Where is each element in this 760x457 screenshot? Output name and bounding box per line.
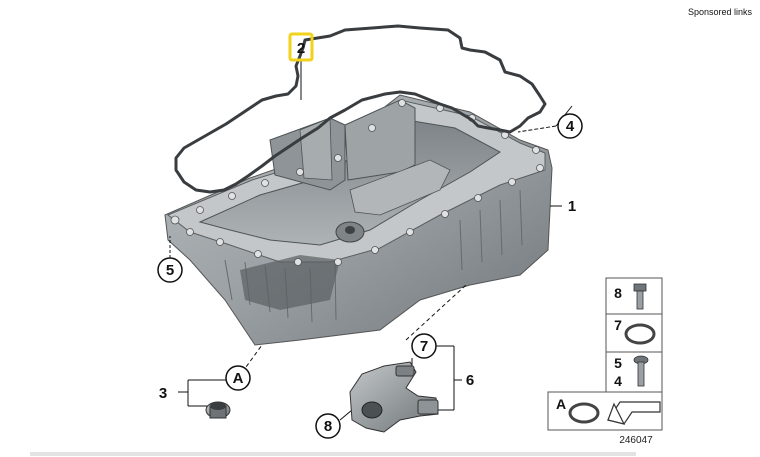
callout-6-label: 6: [466, 372, 474, 389]
legend-label-4: 4: [614, 373, 622, 389]
callout-a[interactable]: A: [225, 365, 251, 391]
legend-seal-ring-icon[interactable]: [624, 323, 656, 345]
callout-5[interactable]: 5: [157, 257, 183, 283]
callout-3[interactable]: 3: [159, 385, 167, 402]
callout-5-label: 5: [166, 262, 174, 279]
legend-bolt-icon[interactable]: [633, 283, 647, 310]
footer-divider: [30, 452, 636, 456]
callout-4[interactable]: 4: [557, 113, 583, 139]
callout-1[interactable]: 1: [568, 198, 576, 215]
oil-level-sensor: [349, 361, 439, 433]
leader-lines: [169, 60, 573, 421]
parts-legend-panel: 8 7 5 4 A: [547, 277, 663, 431]
legend-label-5: 5: [614, 355, 622, 371]
legend-label-7: 7: [614, 317, 622, 333]
callout-6[interactable]: 6: [466, 372, 474, 389]
callout-1-label: 1: [568, 198, 576, 215]
legend-label-a: A: [556, 396, 566, 412]
callout-4-label: 4: [566, 118, 575, 135]
legend-screw-icon[interactable]: [633, 355, 649, 387]
figure-id: 246047: [619, 435, 653, 446]
oil-pan: [164, 94, 553, 346]
callout-8[interactable]: 8: [315, 413, 341, 439]
callout-7-label: 7: [420, 338, 428, 355]
legend-label-8: 8: [614, 285, 622, 301]
callout-8-label: 8: [324, 418, 332, 435]
legend-plug-ring-icon[interactable]: [568, 402, 600, 424]
callout-2-label: 2: [297, 40, 305, 57]
callout-a-label: A: [233, 370, 244, 387]
callout-3-label: 3: [159, 385, 167, 402]
legend-arrow-icon: [607, 401, 661, 425]
callout-7[interactable]: 7: [411, 333, 437, 359]
drain-plug-3: [205, 401, 231, 419]
sponsored-links-label[interactable]: Sponsored links: [687, 7, 752, 17]
gasket: [174, 24, 547, 194]
callout-2-box[interactable]: 2: [288, 32, 314, 62]
